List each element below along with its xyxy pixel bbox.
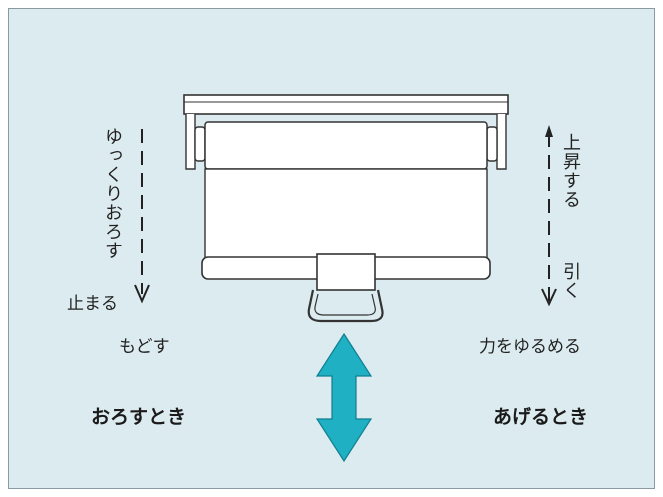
right-arrow-up-head <box>545 125 553 137</box>
stop-label: 止まる <box>67 294 118 314</box>
left-arrow-head <box>134 284 150 304</box>
when-lowering-label: おろすとき <box>91 406 187 428</box>
diagram-panel: ゆっくりおろす 止まる もどす おろすとき 上昇する 引く 力をゆるめる あげる… <box>8 8 655 489</box>
blind-fabric <box>204 168 488 260</box>
right-end-cap <box>486 126 498 162</box>
head-rail <box>183 94 509 115</box>
lower-slowly-label: ゆっくりおろす <box>102 127 123 260</box>
pull-handle[interactable] <box>307 289 384 323</box>
when-raising-label: あげるとき <box>493 406 589 428</box>
rise-label: 上昇する <box>560 133 581 209</box>
roller-tube <box>204 121 488 170</box>
return-label: もどす <box>119 337 170 357</box>
left-bracket <box>185 114 196 170</box>
left-end-cap <box>194 126 206 162</box>
pull-label: 引く <box>560 262 581 300</box>
loosen-label: 力をゆるめる <box>479 337 581 357</box>
right-arrow-down-head <box>541 288 557 307</box>
center-clip[interactable] <box>316 253 376 291</box>
roller-blind-diagram <box>134 94 557 463</box>
pull-handle-inner <box>314 293 376 316</box>
double-headed-arrow <box>315 332 373 463</box>
right-bracket <box>496 114 507 170</box>
